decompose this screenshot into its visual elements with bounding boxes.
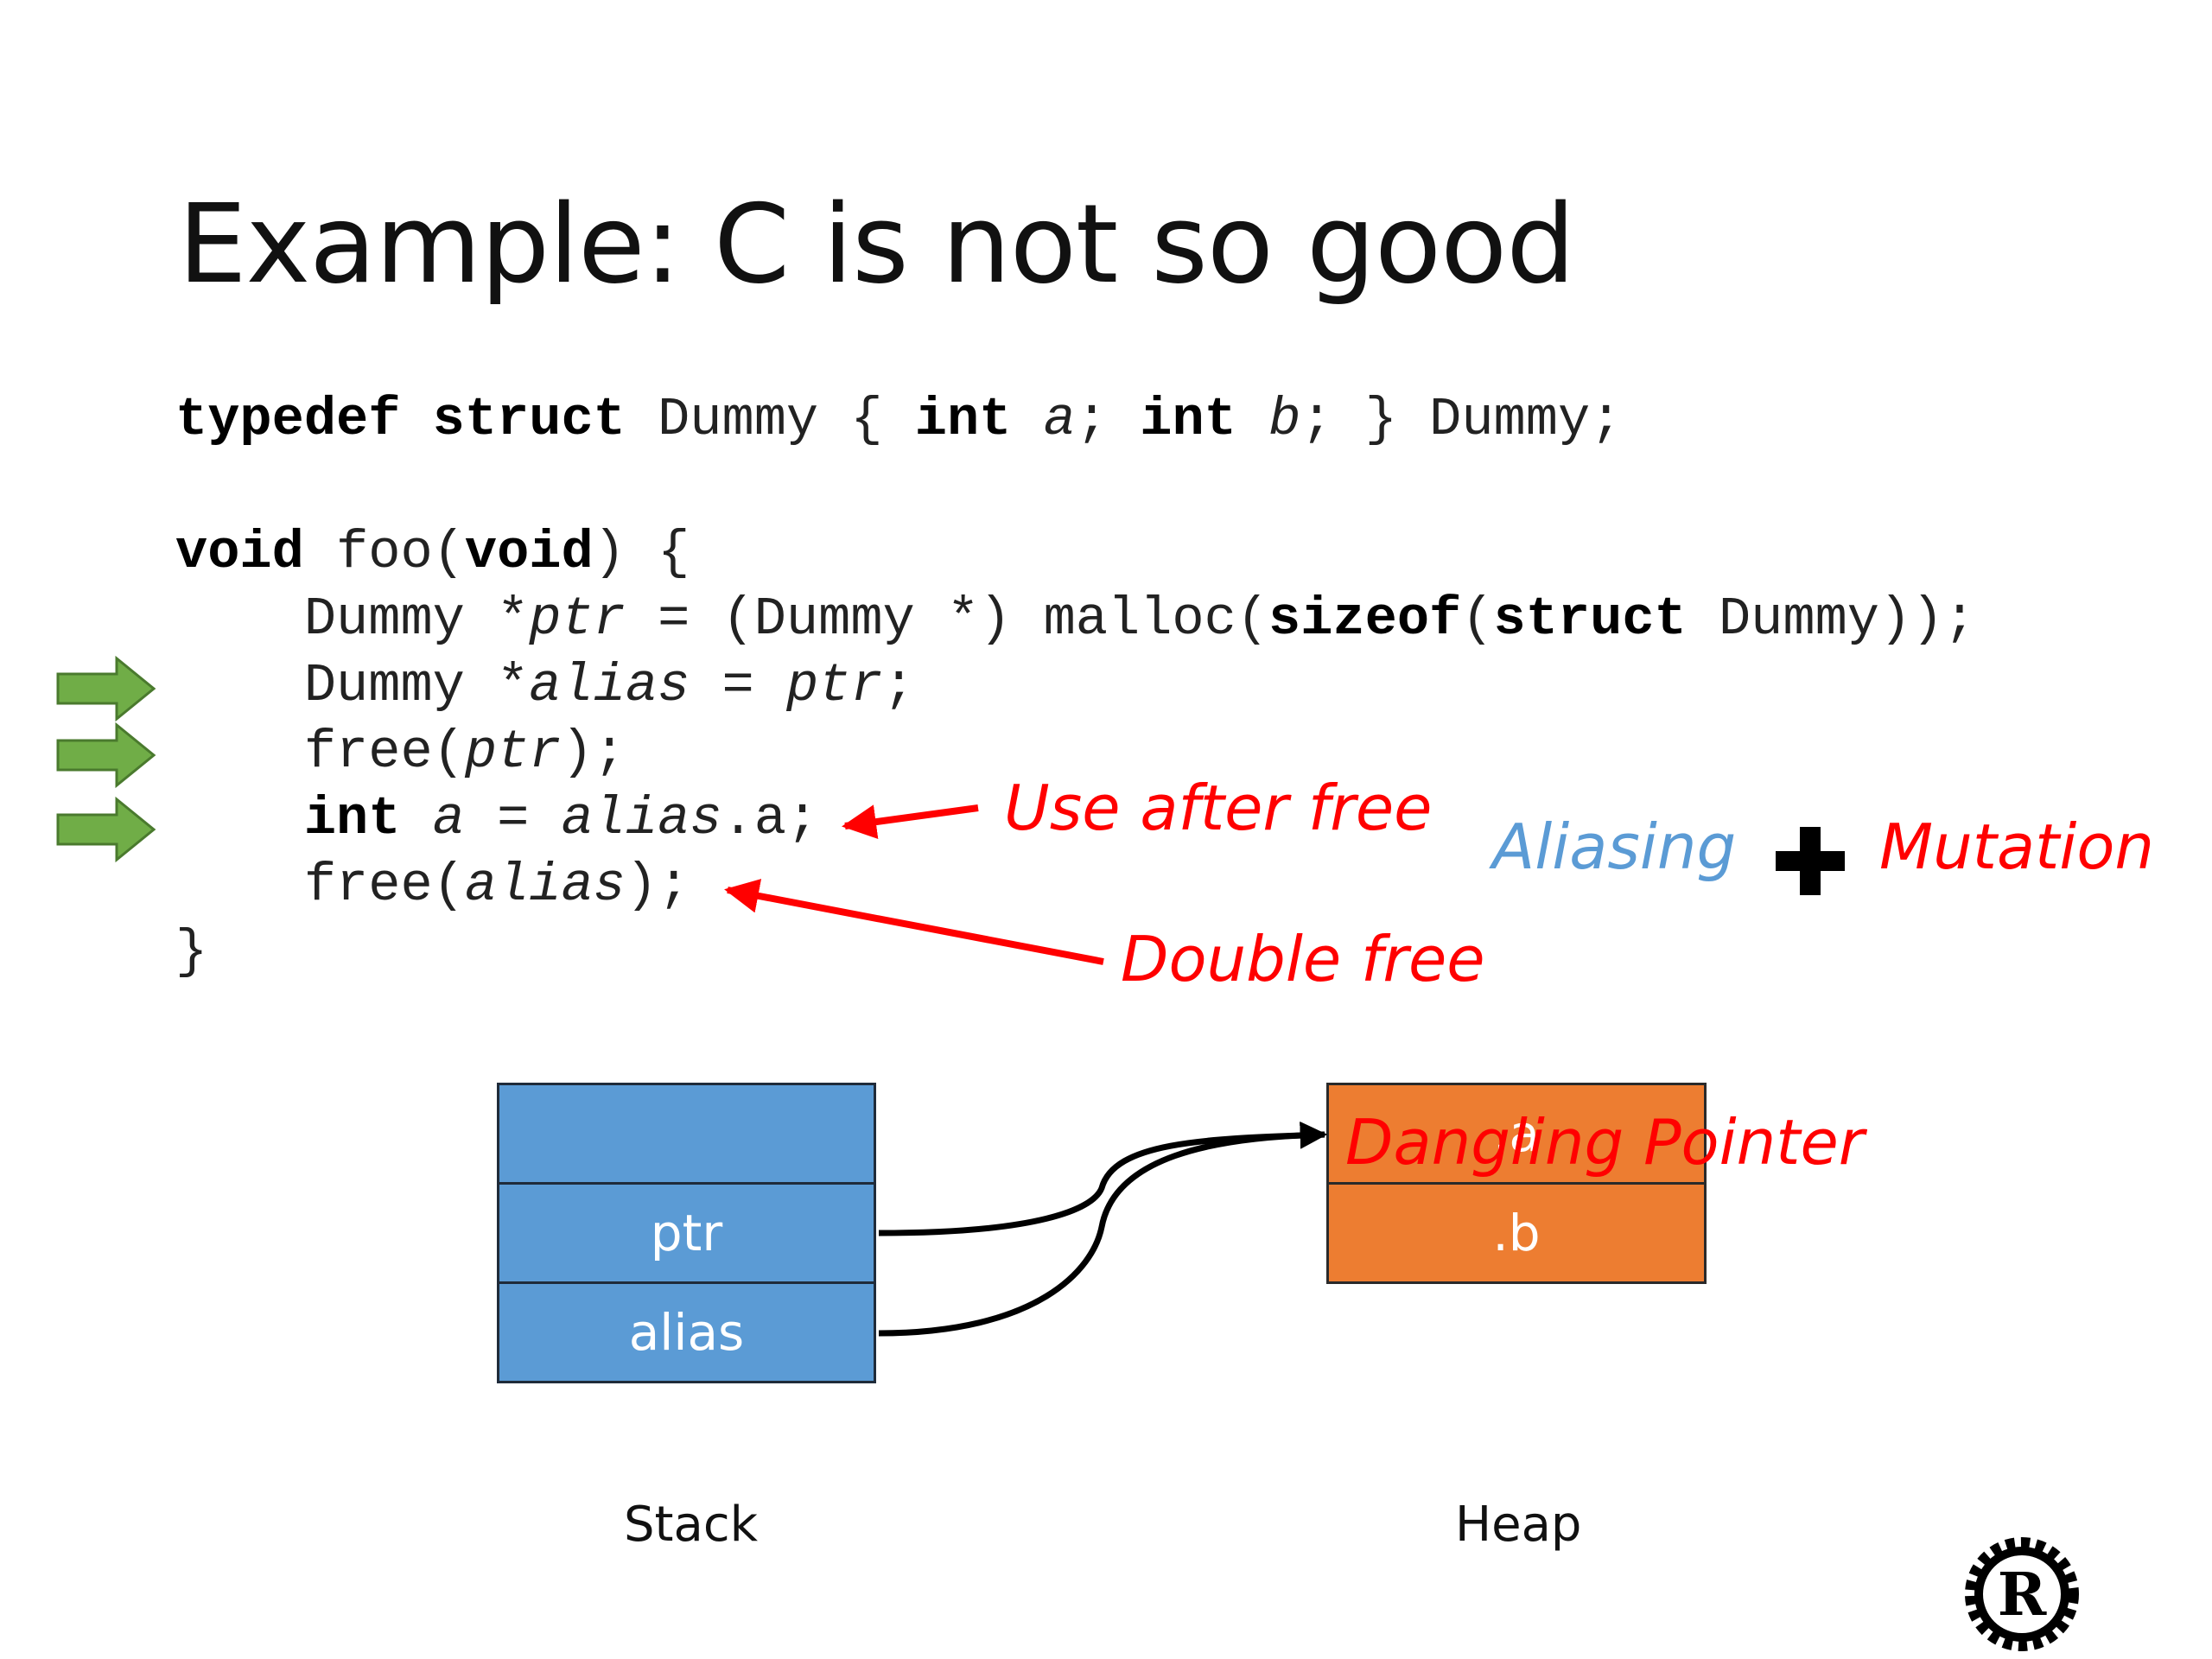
aliasing-label: Aliasing <box>1492 810 1737 883</box>
code-token: int <box>1140 389 1236 450</box>
green-arrow-icon <box>56 796 156 863</box>
code-token: .a; <box>721 788 819 849</box>
code-token: Dummy * <box>175 588 530 650</box>
code-token: Dummy * <box>175 655 530 716</box>
code-token: ) { <box>593 522 690 583</box>
code-token: ); <box>625 855 690 916</box>
code-token: free( <box>175 855 465 916</box>
step-arrows <box>56 655 156 863</box>
code-token: ); <box>561 721 626 783</box>
code-token: } <box>175 921 208 982</box>
code-line: Dummy *ptr = (Dummy *) malloc(sizeof(str… <box>175 586 1976 652</box>
code-token: int <box>914 389 1012 450</box>
code-token: int <box>303 788 401 849</box>
code-token: void <box>464 522 594 583</box>
alias-pointer-arrow <box>878 1121 1328 1337</box>
code-token: free( <box>175 721 465 783</box>
plus-icon <box>1776 827 1845 895</box>
code-line: Dummy *alias = ptr; <box>175 652 915 719</box>
double-free-label: Double free <box>1121 923 1485 995</box>
stack-cell-ptr: ptr <box>497 1182 876 1284</box>
double-free-arrow <box>724 879 1104 965</box>
code-token: alias <box>464 855 626 916</box>
code-token: ptr <box>785 655 883 716</box>
green-arrow-icon <box>56 655 156 722</box>
code-token: sizeof <box>1268 588 1462 650</box>
code-token: Dummy { <box>625 389 915 450</box>
code-token: foo( <box>303 522 465 583</box>
code-token: b <box>1268 389 1301 450</box>
stack-caption: Stack <box>624 1497 759 1553</box>
code-token: a <box>1043 389 1076 450</box>
use-after-free-label: Use after free <box>1004 772 1433 844</box>
code-line: int a = alias.a; <box>175 785 818 852</box>
stack-cell-alias: alias <box>497 1281 876 1383</box>
stack-cell-top <box>497 1083 876 1185</box>
code-token: alias <box>561 788 722 849</box>
code-line: } <box>175 918 207 985</box>
code-token: struct <box>1493 588 1687 650</box>
code-line: typedef struct Dummy { int a; int b; } D… <box>175 386 1622 453</box>
code-token: a <box>432 788 465 849</box>
ptr-pointer-arrow <box>878 1122 1328 1236</box>
code-token: Dummy)); <box>1686 588 1976 650</box>
code-token: ptr <box>529 588 626 650</box>
code-token: ; <box>882 655 915 716</box>
green-arrow-icon <box>56 721 156 789</box>
svg-text:R: R <box>1998 1560 2047 1630</box>
code-token: ; } Dummy; <box>1300 389 1623 450</box>
code-token: typedef struct <box>175 389 626 450</box>
code-token: alias <box>529 655 690 716</box>
heap-cell-b: .b <box>1326 1182 1707 1284</box>
use-after-free-arrow <box>842 804 979 839</box>
code-token: = <box>464 788 562 849</box>
code-token: void <box>175 522 304 583</box>
heap-caption: Heap <box>1455 1497 1582 1553</box>
rust-logo-icon: R <box>1965 1537 2079 1651</box>
code-token: ; <box>1075 389 1141 450</box>
code-token: ( <box>1461 588 1494 650</box>
dangling-pointer-label: Dangling Pointer <box>1345 1106 1865 1179</box>
code-line: free(alias); <box>175 852 690 918</box>
code-token: ptr <box>464 721 562 783</box>
code-line: free(ptr); <box>175 719 626 785</box>
code-token: = (Dummy *) malloc( <box>625 588 1269 650</box>
heap-cell-a: .a <box>1326 1083 1707 1185</box>
slide-title: Example: C is not so good <box>178 181 1575 308</box>
code-line: void foo(void) { <box>175 519 690 586</box>
code-token: = <box>690 655 786 716</box>
mutation-label: Mutation <box>1879 810 2155 883</box>
